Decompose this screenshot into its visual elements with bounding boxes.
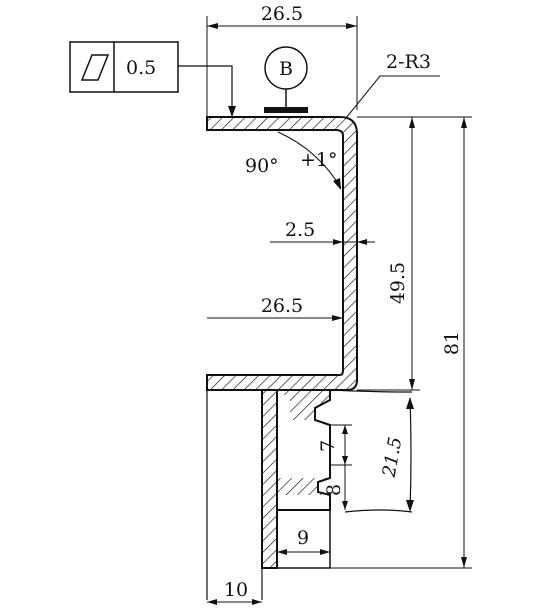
dim-slot: 7 8: [317, 424, 352, 510]
arrow-4950-t: [409, 117, 415, 128]
hand-ext-top: [329, 389, 413, 393]
arrow-7-b: [342, 456, 348, 465]
dim-slot-depth: 9: [277, 527, 330, 555]
angle-arrow: [333, 178, 341, 190]
dim-total-height: 81: [277, 116, 472, 569]
arrow-10-r: [252, 599, 262, 605]
arrow-4950-b: [409, 379, 415, 390]
arrow-mid-r: [332, 315, 343, 321]
dim-bottom-width: 10: [207, 579, 262, 605]
hand-arrow-b: [406, 500, 414, 512]
dim-wall-thickness: 2.5: [270, 219, 375, 245]
radius-leader: [345, 75, 440, 119]
angle-base-text: 90°: [245, 155, 279, 177]
upper-height-text: 49.5: [387, 262, 409, 304]
handwritten-text: 21.5: [379, 435, 407, 479]
arrow-top-r: [346, 23, 357, 29]
arrow-top-l: [207, 23, 218, 29]
arrow-9-r: [320, 549, 330, 555]
slot-height-text: 7: [317, 440, 339, 452]
slot-gap-text: 8: [323, 484, 345, 496]
dim-top-width-text: 26.5: [261, 3, 303, 25]
mid-width-text: 26.5: [261, 295, 303, 317]
tolerance-value: 0.5: [126, 57, 156, 79]
bottom-width-text: 10: [224, 579, 248, 601]
wall-arrow-r: [357, 239, 367, 245]
tolerance-frame: 0.5: [69, 41, 236, 117]
datum-b: B: [264, 46, 308, 113]
arrow-8-b: [342, 501, 348, 510]
wall-arrow-l: [333, 239, 343, 245]
dim-upper-height: 49.5: [357, 116, 420, 391]
hand-arrow-t: [406, 397, 414, 409]
t-slot-hatch-upper: [277, 390, 330, 420]
part-profile: [206, 116, 358, 600]
radius-text: 2-R3: [386, 51, 431, 73]
dim-angle: 90° +1°: [245, 131, 342, 190]
top-flange: [206, 116, 358, 391]
lower-stem: [261, 389, 278, 569]
arrow-9-l: [277, 549, 287, 555]
dim-radius: 2-R3: [345, 51, 440, 119]
frame-leader: [178, 65, 233, 116]
t-slot-hatch-lower: [277, 478, 330, 495]
frame-box: [69, 41, 179, 93]
dim-top-width: 26.5: [206, 3, 358, 117]
frame-leader-arrow: [228, 106, 236, 117]
hand-dim-line: [409, 397, 412, 511]
hand-ext-bot: [344, 509, 413, 513]
total-height-text: 81: [441, 331, 463, 355]
dim-mid-width: 26.5: [207, 295, 343, 321]
datum-triangle-bar: [264, 107, 308, 113]
slot-depth-text: 9: [297, 527, 309, 549]
flatness-parallelogram-icon: [80, 54, 110, 81]
arrow-81-t: [461, 117, 467, 128]
arrow-7-t: [342, 425, 348, 434]
datum-letter: B: [279, 58, 293, 80]
arrow-10-l: [207, 599, 217, 605]
arrow-81-b: [461, 557, 467, 568]
wall-thickness-text: 2.5: [285, 219, 315, 241]
